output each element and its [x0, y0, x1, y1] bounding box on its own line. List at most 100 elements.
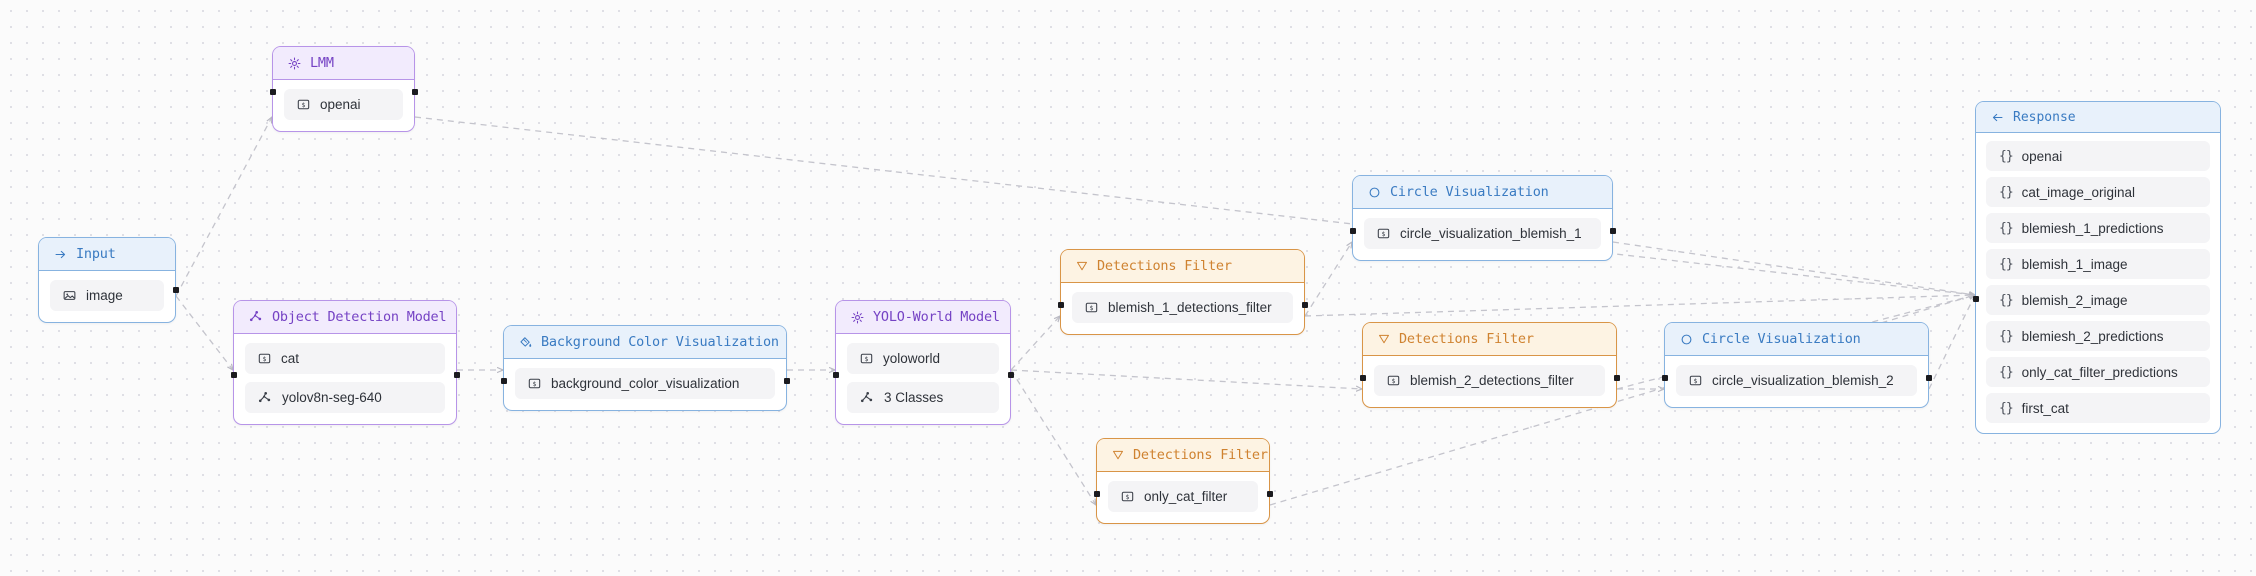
node-circle-visualization-1[interactable]: Circle Visualization $ circle_visualizat…	[1349, 175, 1616, 261]
node-object-detection-model[interactable]: Object Detection Model $ cat	[230, 300, 460, 425]
handle-response-in[interactable]	[1972, 296, 1979, 302]
svg-text:$: $	[533, 380, 537, 388]
chip-background-color-visualization[interactable]: $ background_color_visualization	[515, 368, 775, 399]
node-circle-visualization-1-body: $ circle_visualization_blemish_1	[1353, 209, 1612, 260]
chip-label: cat	[281, 351, 300, 366]
chip-blemish-1-detections-filter[interactable]: $ blemish_1_detections_filter	[1072, 292, 1293, 323]
response-row[interactable]: {} openai	[1986, 141, 2210, 171]
handle-bgcolor-in[interactable]	[500, 378, 507, 385]
chip-label: circle_visualization_blemish_2	[1712, 373, 1894, 388]
response-row[interactable]: {} blemish_1_image	[1986, 249, 2210, 279]
response-panel-header: Response	[1976, 102, 2220, 133]
braces-icon: {}	[1999, 292, 2014, 308]
node-background-color-visualization[interactable]: Background Color Visualization $ backgro…	[500, 325, 790, 411]
funnel-icon	[1076, 260, 1088, 272]
edge-yolo-to-filter2	[1010, 369, 1362, 389]
handle-lmm-in[interactable]	[269, 89, 276, 95]
handle-circle1-out[interactable]	[1609, 228, 1616, 235]
handle-circle2-in[interactable]	[1661, 375, 1668, 382]
node-object-detection-model-header: Object Detection Model	[234, 301, 456, 334]
response-panel-title: Response	[2013, 109, 2076, 125]
node-detections-filter-3-title: Detections Filter	[1133, 447, 1268, 463]
handle-circle1-in[interactable]	[1349, 228, 1356, 235]
handle-objdet-in[interactable]	[230, 372, 237, 379]
edge-yolo-to-filter1	[1010, 316, 1060, 371]
chip-only-cat-filter[interactable]: $ only_cat_filter	[1108, 481, 1258, 512]
braces-icon: {}	[1999, 184, 2014, 200]
response-row[interactable]: {} only_cat_filter_predictions	[1986, 357, 2210, 387]
step-icon: $	[860, 352, 873, 365]
chip-openai[interactable]: $ openai	[284, 89, 403, 120]
response-row-label: blemish_2_image	[2021, 292, 2128, 308]
handle-filter1-out[interactable]	[1301, 302, 1308, 309]
handle-filter3-out[interactable]	[1266, 491, 1273, 498]
handle-filter1-in[interactable]	[1057, 302, 1064, 309]
node-lmm-header: LMM	[273, 47, 414, 80]
handle-yolo-in[interactable]	[832, 372, 839, 379]
node-lmm[interactable]: LMM $ openai	[269, 46, 418, 132]
node-yolo-world-model-title: YOLO-World Model	[873, 309, 1000, 325]
circle-icon	[1680, 333, 1693, 346]
edge-circle1-to-response	[1612, 241, 1975, 295]
step-icon: $	[1387, 374, 1400, 387]
chip-blemish-2-detections-filter[interactable]: $ blemish_2_detections_filter	[1374, 365, 1605, 396]
node-detections-filter-2[interactable]: Detections Filter $ blemish_2_detections…	[1359, 322, 1620, 408]
handle-lmm-out[interactable]	[411, 89, 418, 95]
circle-icon	[1368, 186, 1381, 199]
node-detections-filter-3-header: Detections Filter	[1097, 439, 1269, 472]
chip-label: image	[86, 288, 123, 303]
response-row-label: blemish_1_image	[2021, 256, 2128, 272]
chip-circle-visualization-blemish-2[interactable]: $ circle_visualization_blemish_2	[1676, 365, 1917, 396]
response-row-label: first_cat	[2021, 400, 2069, 416]
step-icon: $	[297, 98, 310, 111]
handle-filter2-out[interactable]	[1613, 375, 1620, 382]
handle-filter2-in[interactable]	[1359, 375, 1366, 382]
chip-circle-visualization-blemish-1[interactable]: $ circle_visualization_blemish_1	[1364, 218, 1601, 249]
response-row[interactable]: {} blemiesh_2_predictions	[1986, 321, 2210, 351]
response-row[interactable]: {} blemish_2_image	[1986, 285, 2210, 315]
chip-image[interactable]: image	[50, 280, 164, 311]
response-panel[interactable]: Response {} openai {} cat_image_original…	[1972, 101, 2221, 434]
chip-yoloworld[interactable]: $ yoloworld	[847, 343, 999, 374]
response-row[interactable]: {} cat_image_original	[1986, 177, 2210, 207]
node-background-color-visualization-body: $ background_color_visualization	[504, 359, 786, 410]
node-detections-filter-1[interactable]: Detections Filter $ blemish_1_detections…	[1057, 249, 1308, 335]
handle-filter3-in[interactable]	[1093, 491, 1100, 498]
node-circle-visualization-1-header: Circle Visualization	[1353, 176, 1612, 209]
handle-yolo-out[interactable]	[1007, 372, 1014, 379]
chip-yolov8n-seg-640[interactable]: yolov8n-seg-640	[245, 382, 445, 413]
node-detections-filter-1-header: Detections Filter	[1061, 250, 1304, 283]
handle-circle2-out[interactable]	[1925, 375, 1932, 382]
handle-input-out[interactable]	[172, 286, 179, 293]
node-circle-visualization-2[interactable]: Circle Visualization $ circle_visualizat…	[1661, 322, 1932, 408]
svg-text:$: $	[1126, 493, 1130, 501]
node-background-color-visualization-header: Background Color Visualization	[504, 326, 786, 359]
node-detections-filter-3[interactable]: Detections Filter $ only_cat_filter	[1093, 438, 1273, 524]
node-yolo-world-model[interactable]: YOLO-World Model $ yoloworld	[832, 300, 1014, 425]
braces-icon: {}	[1999, 256, 2014, 272]
model-icon	[860, 391, 874, 405]
node-input[interactable]: Input image	[38, 237, 179, 323]
chip-cat[interactable]: $ cat	[245, 343, 445, 374]
step-icon: $	[528, 377, 541, 390]
chip-label: 3 Classes	[884, 390, 944, 405]
step-icon: $	[258, 352, 271, 365]
node-input-body: image	[39, 271, 175, 322]
arrow-right-icon	[54, 248, 67, 261]
model-icon	[258, 391, 272, 405]
response-row-label: only_cat_filter_predictions	[2021, 364, 2178, 380]
handle-bgcolor-out[interactable]	[783, 378, 790, 385]
handle-objdet-out[interactable]	[453, 372, 460, 379]
step-icon: $	[1121, 490, 1134, 503]
svg-text:$: $	[1694, 377, 1698, 385]
response-row[interactable]: {} blemiesh_1_predictions	[1986, 213, 2210, 243]
node-object-detection-model-body: $ cat	[234, 334, 456, 424]
response-row[interactable]: {} first_cat	[1986, 393, 2210, 423]
chip-label: circle_visualization_blemish_1	[1400, 226, 1582, 241]
braces-icon: {}	[1999, 400, 2014, 416]
chip-3-classes[interactable]: 3 Classes	[847, 382, 999, 413]
paint-bucket-icon	[519, 336, 532, 349]
node-input-title: Input	[76, 246, 116, 262]
chip-label: blemish_2_detections_filter	[1410, 373, 1574, 388]
